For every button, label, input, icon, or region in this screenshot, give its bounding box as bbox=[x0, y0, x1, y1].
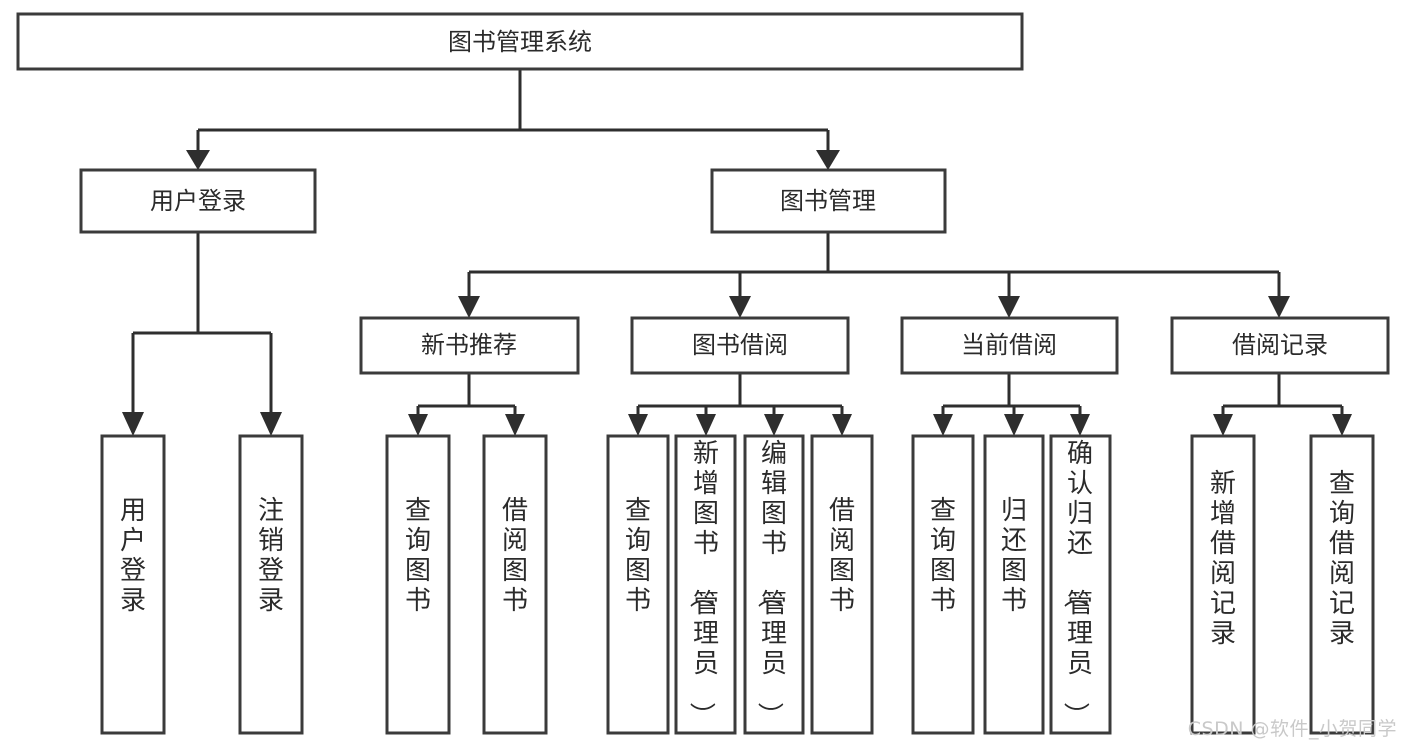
node-confirm-return-admin[interactable]: 确认归还（管理员） bbox=[1049, 434, 1112, 735]
csdn-watermark: CSDN @软件_小贺同学 bbox=[1187, 718, 1397, 740]
node-query-book-recommend-label: 查询图书 bbox=[405, 496, 431, 616]
connector-layer bbox=[122, 69, 1352, 436]
node-borrow-records-label: 借阅记录 bbox=[1232, 331, 1328, 359]
node-root-label: 图书管理系统 bbox=[448, 28, 592, 56]
node-borrow-book-action-box[interactable] bbox=[810, 434, 874, 735]
arrowhead-confirm-return-admin bbox=[1070, 414, 1090, 436]
arrowhead-borrow-records bbox=[1268, 296, 1290, 318]
node-current-borrow[interactable]: 当前借阅 bbox=[900, 316, 1119, 375]
node-book-borrow-box[interactable] bbox=[630, 316, 850, 375]
node-query-book-current-box[interactable] bbox=[911, 434, 975, 735]
node-user-logout-action-label: 注销登录 bbox=[258, 496, 284, 616]
node-user-login-action-label: 用户登录 bbox=[120, 496, 146, 616]
node-add-borrow-record[interactable]: 新增借阅记录 bbox=[1190, 434, 1256, 735]
node-edit-book-admin[interactable]: 编辑图书（管理员） bbox=[743, 434, 805, 735]
arrowhead-borrow-book-action bbox=[832, 414, 852, 436]
node-query-book-current[interactable]: 查询图书 bbox=[911, 434, 975, 735]
arrowhead-query-book-borrow bbox=[628, 414, 648, 436]
node-user-logout-action[interactable]: 注销登录 bbox=[238, 434, 304, 735]
node-edit-book-admin-box[interactable] bbox=[743, 434, 805, 735]
node-new-book-recommend[interactable]: 新书推荐 bbox=[359, 316, 580, 375]
arrowhead-new-book-recommend bbox=[458, 296, 480, 318]
node-edit-book-admin-label: 编辑图书（管理员） bbox=[754, 439, 787, 728]
node-return-book-label: 归还图书 bbox=[1001, 496, 1027, 616]
node-user-login-label: 用户登录 bbox=[150, 187, 246, 215]
node-query-book-borrow[interactable]: 查询图书 bbox=[606, 434, 670, 735]
node-query-borrow-record-box[interactable] bbox=[1309, 434, 1375, 735]
node-add-borrow-record-box[interactable] bbox=[1190, 434, 1256, 735]
arrowhead-user-login bbox=[186, 150, 210, 170]
arrowhead-borrow-book-recommend bbox=[505, 414, 525, 436]
arrowhead-user-logout-action bbox=[260, 412, 282, 436]
node-borrow-book-recommend-label: 借阅图书 bbox=[502, 496, 528, 616]
node-confirm-return-admin-label: 确认归还（管理员） bbox=[1060, 439, 1093, 728]
node-user-logout-action-box[interactable] bbox=[238, 434, 304, 735]
arrowhead-user-login-action bbox=[122, 412, 144, 436]
node-return-book[interactable]: 归还图书 bbox=[983, 434, 1045, 735]
node-user-login[interactable]: 用户登录 bbox=[79, 168, 317, 234]
node-borrow-records-box[interactable] bbox=[1170, 316, 1390, 375]
node-query-borrow-record-label: 查询借阅记录 bbox=[1329, 469, 1355, 649]
node-book-borrow-label: 图书借阅 bbox=[692, 331, 788, 359]
node-current-borrow-label: 当前借阅 bbox=[961, 331, 1057, 359]
arrowhead-return-book bbox=[1004, 414, 1024, 436]
node-query-borrow-record[interactable]: 查询借阅记录 bbox=[1309, 434, 1375, 735]
node-book-management[interactable]: 图书管理 bbox=[710, 168, 947, 234]
arrowhead-book-management bbox=[816, 150, 840, 170]
node-return-book-box[interactable] bbox=[983, 434, 1045, 735]
node-confirm-return-admin-box[interactable] bbox=[1049, 434, 1112, 735]
node-query-book-borrow-label: 查询图书 bbox=[625, 496, 651, 616]
node-book-management-label: 图书管理 bbox=[780, 187, 876, 215]
node-query-book-borrow-box[interactable] bbox=[606, 434, 670, 735]
node-borrow-records[interactable]: 借阅记录 bbox=[1170, 316, 1390, 375]
arrowhead-query-book-current bbox=[933, 414, 953, 436]
node-new-book-recommend-box[interactable] bbox=[359, 316, 580, 375]
arrowhead-query-borrow-record bbox=[1332, 414, 1352, 436]
node-root-box[interactable] bbox=[16, 12, 1024, 71]
node-book-borrow[interactable]: 图书借阅 bbox=[630, 316, 850, 375]
node-add-book-admin-label: 新增图书（管理员） bbox=[686, 439, 719, 728]
node-root[interactable]: 图书管理系统 bbox=[16, 12, 1024, 71]
node-user-login-action-box[interactable] bbox=[100, 434, 166, 735]
arrowhead-edit-book-admin bbox=[764, 414, 784, 436]
arrowhead-add-book-admin bbox=[696, 414, 716, 436]
node-query-book-recommend[interactable]: 查询图书 bbox=[385, 434, 451, 735]
node-borrow-book-action-label: 借阅图书 bbox=[829, 496, 855, 616]
node-new-book-recommend-label: 新书推荐 bbox=[421, 331, 517, 359]
node-add-borrow-record-label: 新增借阅记录 bbox=[1210, 469, 1236, 649]
node-query-book-recommend-box[interactable] bbox=[385, 434, 451, 735]
arrowhead-query-book-recommend bbox=[408, 414, 428, 436]
node-current-borrow-box[interactable] bbox=[900, 316, 1119, 375]
node-borrow-book-action[interactable]: 借阅图书 bbox=[810, 434, 874, 735]
node-borrow-book-recommend-box[interactable] bbox=[482, 434, 548, 735]
node-book-management-box[interactable] bbox=[710, 168, 947, 234]
arrowhead-book-borrow bbox=[729, 296, 751, 318]
node-add-book-admin-box[interactable] bbox=[674, 434, 737, 735]
node-user-login-box[interactable] bbox=[79, 168, 317, 234]
node-query-book-current-label: 查询图书 bbox=[930, 496, 956, 616]
arrowhead-add-borrow-record bbox=[1213, 414, 1233, 436]
arrowhead-current-borrow bbox=[998, 296, 1020, 318]
node-user-login-action[interactable]: 用户登录 bbox=[100, 434, 166, 735]
node-borrow-book-recommend[interactable]: 借阅图书 bbox=[482, 434, 548, 735]
node-add-book-admin[interactable]: 新增图书（管理员） bbox=[674, 434, 737, 735]
